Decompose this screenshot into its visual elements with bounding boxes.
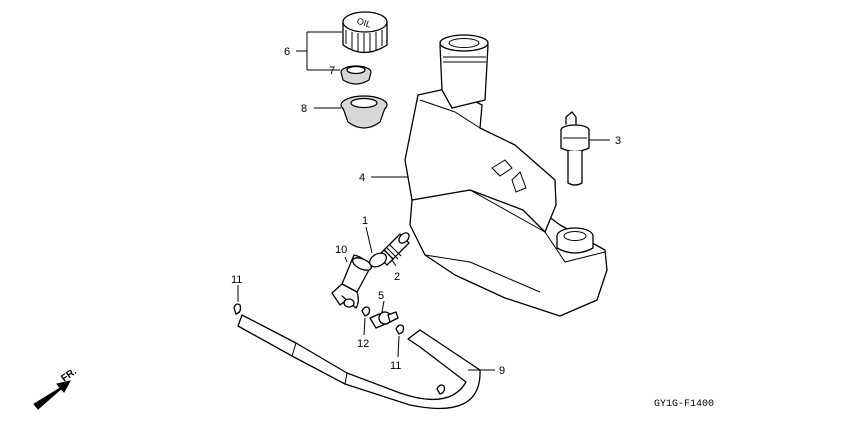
oil-cap: OIL — [342, 11, 388, 54]
clip-lower — [436, 384, 446, 395]
front-arrow-icon — [33, 380, 71, 410]
clip-right — [395, 324, 405, 335]
front-label: FR. — [59, 366, 79, 384]
callout-6: 6 — [284, 46, 290, 58]
callout-11-right: 11 — [390, 360, 401, 372]
callout-8: 8 — [301, 103, 307, 115]
clip-middle — [361, 306, 371, 317]
callout-11-left: 11 — [231, 274, 242, 286]
callout-3: 3 — [615, 135, 621, 147]
clip-upper-left — [233, 303, 242, 315]
leader-lines — [237, 31, 610, 371]
callout-2: 2 — [394, 271, 400, 283]
callout-1: 1 — [362, 215, 368, 227]
callout-7: 7 — [329, 65, 335, 77]
callout-5: 5 — [378, 290, 384, 302]
callout-4: 4 — [359, 172, 365, 184]
callout-12: 12 — [357, 338, 369, 350]
oil-level-sensor — [560, 111, 590, 186]
callout-labels: 1 2 3 4 5 6 7 8 9 10 11 11 12 — [231, 46, 621, 377]
oil-tank — [404, 34, 608, 317]
callout-10: 10 — [335, 244, 347, 256]
hose-fitting — [369, 311, 399, 329]
cap-gasket — [340, 65, 372, 85]
figure-code: GY1G-F1400 — [654, 399, 714, 410]
oil-hose — [237, 314, 481, 409]
callout-9: 9 — [499, 365, 505, 377]
elbow-joint — [331, 254, 372, 309]
front-direction-indicator: FR. — [33, 366, 79, 410]
cap-oil-text: OIL — [356, 16, 373, 30]
grommet — [340, 95, 388, 129]
